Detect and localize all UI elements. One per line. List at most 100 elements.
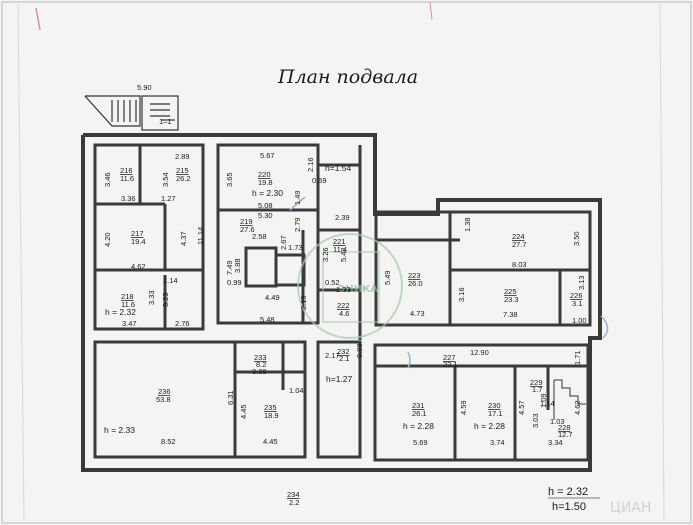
dim-542: 5.42 [339, 247, 348, 262]
dim-1290: 12.90 [470, 348, 489, 357]
dim-462: 4.62 [131, 262, 146, 271]
dim-133: 1.33 [336, 285, 351, 294]
pink-mark-top [429, 1, 433, 21]
dim-449: 4.49 [265, 293, 280, 302]
room-232-area: 2.1 [339, 354, 349, 363]
room-233-number: 233 [254, 353, 267, 362]
dim-374: 3.74 [490, 438, 505, 447]
room-216-number: 216 [120, 166, 133, 175]
room-236-number: 236 [158, 387, 171, 396]
room-220-number: 220 [258, 170, 271, 179]
room-233-area: 8.2 [256, 360, 266, 369]
room-235-area: 18.9 [264, 411, 279, 420]
dim-316: 3.16 [457, 287, 466, 302]
room-229-number: 229 [530, 378, 543, 387]
room-217-area: 19.4 [131, 237, 146, 246]
room-227-area: 22.1 [443, 360, 458, 369]
room-222-number: 222 [337, 301, 350, 310]
dim-338: 3.38 [252, 367, 267, 376]
dim-445b: 4.45 [263, 437, 278, 446]
dim-219: 2.19 [299, 295, 308, 310]
dim-631: 6.31 [226, 390, 235, 405]
dim-149: 1.49 [293, 190, 302, 205]
dim-1114: 11.14 [196, 227, 205, 245]
room-228-area: 12.7 [558, 430, 573, 439]
room-231-number: 231 [412, 401, 425, 410]
room-227-number: 227 [443, 353, 456, 362]
room-234-area: 2.2 [289, 498, 299, 507]
dim-267: 2.67 [279, 235, 288, 250]
dim-347: 3.47 [122, 319, 137, 328]
room-220-area: 19.8 [258, 178, 273, 187]
dim-350: 3.50 [572, 231, 581, 246]
dim-459: 4.59 [459, 400, 468, 415]
dim-059: 0.59 [312, 176, 327, 185]
bottom-height-2: h=1.50 [552, 501, 586, 513]
dim-462b: 4.62 [573, 400, 582, 415]
room-219-number: 219 [240, 217, 253, 226]
room-222-area: 4.6 [339, 309, 349, 318]
room-225-number: 225 [504, 287, 517, 296]
room-221-area: 11.4 [333, 245, 347, 254]
dim-127: 1.27 [161, 194, 176, 203]
room-232-number: 232 [337, 347, 350, 356]
room-230-area: 17.1 [488, 409, 503, 418]
dim-457: 4.57 [517, 400, 526, 415]
dim-445: 4.45 [239, 404, 248, 419]
dim-258: 2.58 [252, 232, 267, 241]
room-225-area: 23.3 [504, 295, 519, 304]
room-217-number: 217 [131, 229, 144, 238]
dim-336: 3.36 [121, 194, 136, 203]
corridor-height-154: h=1.54 [325, 163, 352, 173]
dim-052: 0.52 [325, 278, 340, 287]
dim-334: 3.34 [548, 438, 563, 447]
dim-313: 3.13 [577, 275, 586, 290]
dim-114: 1.14 [163, 276, 178, 285]
dim-852: 8.52 [161, 437, 176, 446]
dim-stair-width: 5.90 [137, 83, 152, 92]
corridor-height-127: h=1.27 [326, 374, 353, 384]
room-219-area: 27.6 [240, 225, 255, 234]
dim-216: 2.16 [306, 157, 315, 172]
sheet-fold-left [17, 3, 25, 521]
dim-549: 5.49 [383, 270, 392, 285]
dim-569: 5.69 [413, 438, 428, 447]
dim-323: 3.23 [161, 292, 170, 307]
room-231-area: 26.1 [412, 409, 427, 418]
interior-walls [93, 143, 592, 462]
dim-473: 4.73 [410, 309, 425, 318]
dim-098: 0.98 [355, 343, 364, 358]
dim-388: 3.88 [233, 258, 242, 273]
stair-228 [553, 379, 586, 420]
section-mark: 1–1 [159, 117, 172, 126]
room-218-height: h = 2.32 [105, 307, 136, 317]
dim-114b: 1.14 [540, 399, 555, 408]
dim-138: 1.38 [463, 217, 472, 232]
room-220-height: h = 2.30 [252, 188, 283, 198]
dim-354: 3.54 [161, 172, 170, 187]
dim-303: 3.03 [531, 413, 540, 428]
room-218-number: 218 [121, 292, 134, 301]
pink-mark [35, 7, 41, 31]
room-218-area: 11.6 [121, 300, 135, 309]
dim-548: 5.48 [260, 315, 275, 324]
room-234-number: 234 [287, 490, 300, 499]
room-230-height: h = 2.28 [474, 421, 505, 431]
room-226-area: 3.1 [572, 299, 582, 308]
room-223-number: 223 [408, 271, 421, 280]
room-224-area: 27.7 [512, 240, 527, 249]
bottom-height-1: h = 2.32 [548, 486, 588, 498]
room-230-number: 230 [488, 401, 501, 410]
stamp: ЭНИКА [297, 233, 403, 339]
dim-109: 1.09 [539, 393, 548, 408]
stamp-text: ЭНИКА [338, 284, 378, 295]
dim-738: 7.38 [503, 310, 518, 319]
dim-749: 7.49 [225, 260, 234, 275]
room-224-number: 224 [512, 232, 525, 241]
room-236-area: 53.8 [156, 395, 171, 404]
dim-803: 8.03 [512, 260, 527, 269]
room-226-number: 226 [570, 291, 583, 300]
